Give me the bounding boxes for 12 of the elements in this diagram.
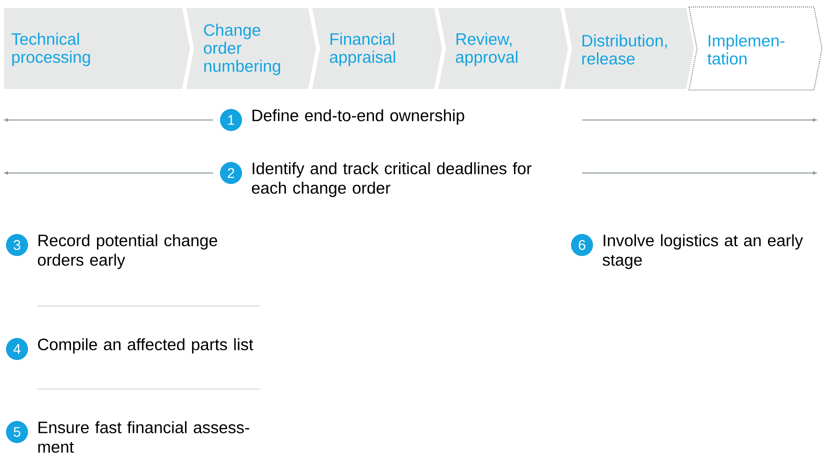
step-description: Identify and track critical deadlines for each change order xyxy=(252,162,532,198)
chevron-step: Review, approval xyxy=(436,6,570,91)
chevron-step: Distribution, release xyxy=(562,6,696,91)
chevron-step: Implemen- tation xyxy=(688,6,823,90)
chevron-step: Change order numbering xyxy=(184,6,318,91)
step-description: Record potential change orders early xyxy=(38,234,218,270)
chevron-step: Technical processing xyxy=(2,6,192,91)
step-description: Define end-to-end ownership xyxy=(252,109,464,125)
step-description: Involve logistics at an early stage xyxy=(602,234,803,270)
step-description: Ensure fast financial assess- ment xyxy=(38,421,250,453)
step-description: Compile an affected parts list xyxy=(38,338,254,354)
chevron-step: Financial appraisal xyxy=(310,6,444,91)
